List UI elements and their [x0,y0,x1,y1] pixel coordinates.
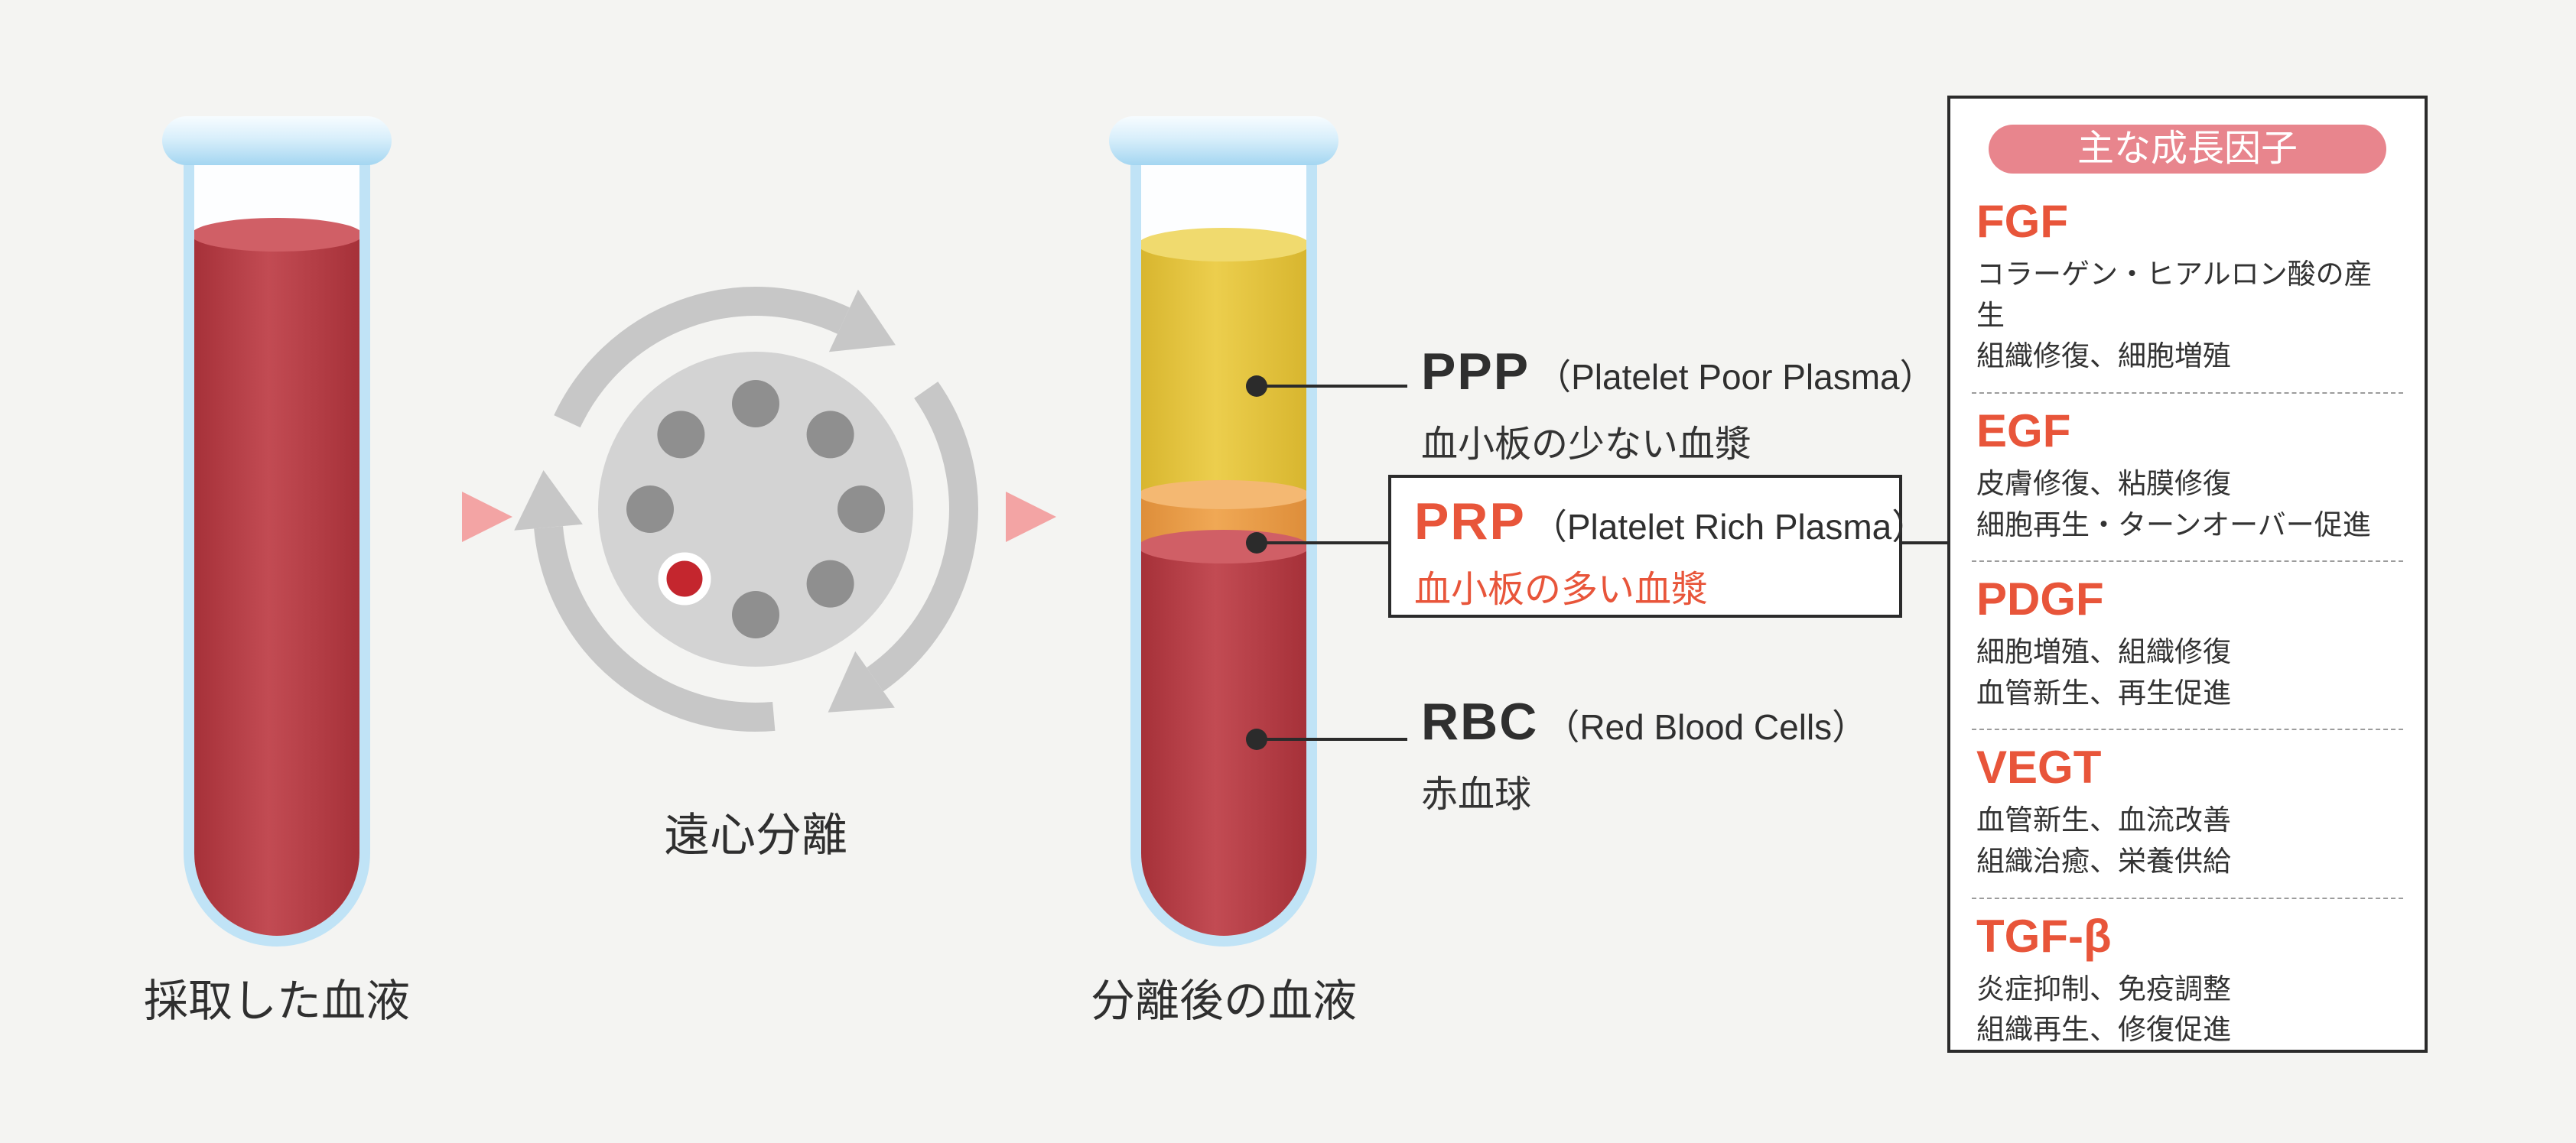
factor-desc-line: 細胞再生・ターンオーバー促進 [1976,508,2371,541]
centrifuge-label: 遠心分離 [664,810,847,861]
rbc-fullname: （Red Blood Cells） [1544,707,1868,747]
factor-vegt: VEGT 血管新生、血流改善 組織治癒、栄養供給 [1972,730,2403,899]
flow-arrow-icon [462,492,512,542]
ppp-desc: 血小板の少ない血漿 [1421,424,1752,465]
factor-fgf: FGF コラーゲン・ヒアルロン酸の産生 組織修復、細胞増殖 [1972,184,2403,394]
factor-egf: EGF 皮膚修復、粘膜修復 細胞再生・ターンオーバー促進 [1972,394,2403,563]
factor-desc-line: 組織治癒、栄養供給 [1976,846,2231,878]
factor-desc-line: 皮膚修復、粘膜修復 [1976,467,2231,499]
tube-interior [1141,147,1306,936]
factor-name: FGF [1976,196,2068,247]
growth-factors-panel: 主な成長因子 FGF コラーゲン・ヒアルロン酸の産生 組織修復、細胞増殖 EGF… [1947,96,2428,1053]
prp-panel-connector-line [1902,541,1947,544]
ppp-fullname: （Platelet Poor Plasma） [1536,357,1935,397]
factor-name: VEGT [1976,742,2102,794]
centrifuge-icon [514,287,978,732]
ppp-surface [1141,228,1306,261]
factor-name: EGF [1976,404,2071,456]
after-tube-label: 分離後の血液 [1090,976,1357,1026]
prp-surface [1141,480,1306,509]
tube-cap-icon [1109,116,1338,165]
factor-desc-line: 組織再生、修復促進 [1976,1014,2231,1046]
rbc-connector-line [1257,738,1407,741]
prp-fullname: （Platelet Rich Plasma） [1531,507,1927,547]
ppp-connector-line [1257,385,1407,388]
factor-desc-line: 血管新生、再生促進 [1976,677,2231,709]
factor-tgfb: TGF-β 炎症抑制、免疫調整 組織再生、修復促進 [1972,899,2403,1066]
tube-interior [194,147,359,936]
prp-abbr: PRP [1414,492,1526,550]
rbc-desc: 赤血球 [1421,774,1532,815]
ppp-title: PPP （Platelet Poor Plasma） [1421,342,1935,401]
prp-desc: 血小板の多い血漿 [1414,570,1709,610]
tube-glass [184,147,370,947]
blood-fill [194,235,359,936]
rbc-layer [1141,547,1306,936]
ppp-abbr: PPP [1421,343,1530,401]
rbc-title: RBC （Red Blood Cells） [1421,692,1867,752]
before-tube-label: 採取した血液 [143,976,410,1026]
factor-pdgf: PDGF 細胞増殖、組織修復 血管新生、再生促進 [1972,562,2403,731]
factor-desc-line: 組織修復、細胞増殖 [1976,340,2231,372]
factor-desc-line: 炎症抑制、免疫調整 [1976,973,2231,1005]
factor-name: PDGF [1976,573,2104,625]
tube-cap-icon [162,116,392,165]
factor-desc-line: コラーゲン・ヒアルロン酸の産生 [1976,258,2373,331]
prp-callout-box: PRP （Platelet Rich Plasma） 血小板の多い血漿 [1388,475,1927,618]
rbc-callout: RBC （Red Blood Cells） 赤血球 [1421,692,1867,817]
factor-name: TGF-β [1976,910,2112,962]
rbc-surface [1141,530,1306,563]
prp-connector-line [1257,541,1388,544]
ppp-callout: PPP （Platelet Poor Plasma） 血小板の少ない血漿 [1421,342,1935,467]
tube-glass [1130,147,1317,947]
factor-desc-line: 血管新生、血流改善 [1976,804,2231,836]
rbc-abbr: RBC [1421,693,1539,751]
growth-panel-title: 主な成長因子 [1989,125,2386,174]
flow-arrow-icon [1006,492,1056,542]
prp-title: PRP （Platelet Rich Plasma） [1414,492,1927,551]
factor-desc-line: 細胞増殖、組織修復 [1976,636,2231,668]
ppp-layer [1141,245,1306,494]
blood-surface [194,218,359,252]
